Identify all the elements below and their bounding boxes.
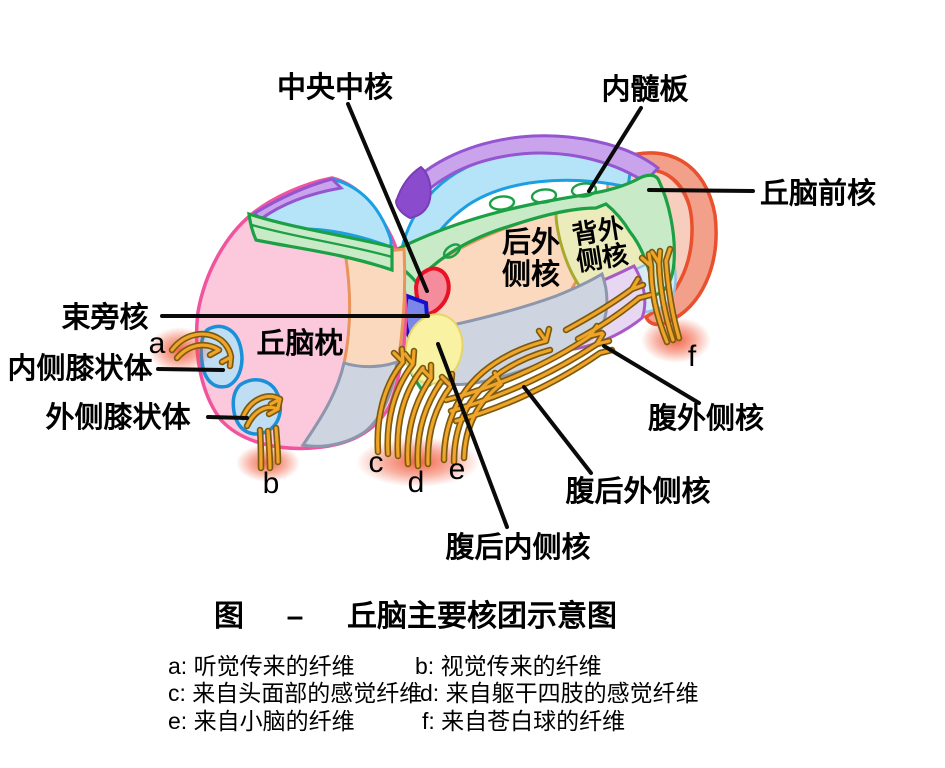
label-vpl: 腹后外侧核 [565,474,710,508]
leader-lines [156,102,755,529]
left-gray-region [300,359,399,448]
lamina-hole [488,195,516,211]
label-parafascicular: 束旁核 [61,300,148,334]
lamina-hole [442,243,462,259]
leader-medial-geniculate [156,367,225,372]
legend-b: b: 视觉传来的纤维 [415,653,602,679]
leader-medullary-lamina [587,106,643,193]
leader-vpm [436,342,509,529]
marker-a: a [149,327,166,360]
legend-e: e: 来自小脑的纤维 [168,708,355,734]
purple-notch [394,165,432,220]
marker-d: d [408,466,425,499]
marker-e: e [449,453,466,486]
left-green-band-line [251,223,393,259]
title-dash: – [287,600,304,633]
label-central-median: 中央中核 [277,71,393,104]
lamina-hole [570,182,598,198]
title-main: 丘脑主要核团示意图 [347,599,617,633]
label-vpm: 腹后内侧核 [445,530,590,564]
label-ventral-lateral: 腹外侧核 [648,401,764,435]
label-dorsal-lateral: 背外 侧核 [570,212,630,276]
fiber-markers: a b c d e f [149,327,697,500]
legend-f: f: 来自苍白球的纤维 [422,708,625,734]
marker-b: b [263,467,280,500]
leader-vpl [522,385,593,475]
label-lateral-posterior-2: 侧核 [502,258,560,291]
left-block [194,176,408,451]
label-pulvinar: 丘脑枕 [256,327,343,360]
left-green-band [247,211,394,273]
legend-a: a: 听觉传来的纤维 [168,653,355,679]
label-lateral-geniculate: 外侧膝状体 [45,401,191,434]
label-anterior: 丘脑前核 [760,176,876,210]
figure-title: 图 – 丘脑主要核团示意图 [214,599,617,633]
leader-ventral-lateral [602,344,701,405]
lamina-hole [530,188,558,204]
leader-lateral-geniculate [206,415,249,420]
legend-c: c: 来自头面部的感觉纤维 [168,680,422,706]
leader-central-median [346,102,429,293]
legend-d: d: 来自躯干四肢的感觉纤维 [420,680,699,706]
label-lateral-posterior-1: 后外 [502,226,560,259]
label-medullary-lamina: 内髓板 [601,73,689,106]
leader-anterior [647,188,755,193]
marker-f: f [688,340,697,373]
nucleus-labels: 中央中核 内髓板 丘脑前核 后外 侧核 背外 侧核 束旁核 丘脑枕 内侧膝状体 … [7,71,876,564]
glow-a [148,327,212,373]
label-medial-geniculate: 内侧膝状体 [7,352,153,385]
right-purple-cap [394,134,661,213]
title-fig-word: 图 [214,600,244,633]
legend: a: 听觉传来的纤维 b: 视觉传来的纤维 c: 来自头面部的感觉纤维 d: 来… [168,653,699,734]
marker-c: c [369,446,384,479]
